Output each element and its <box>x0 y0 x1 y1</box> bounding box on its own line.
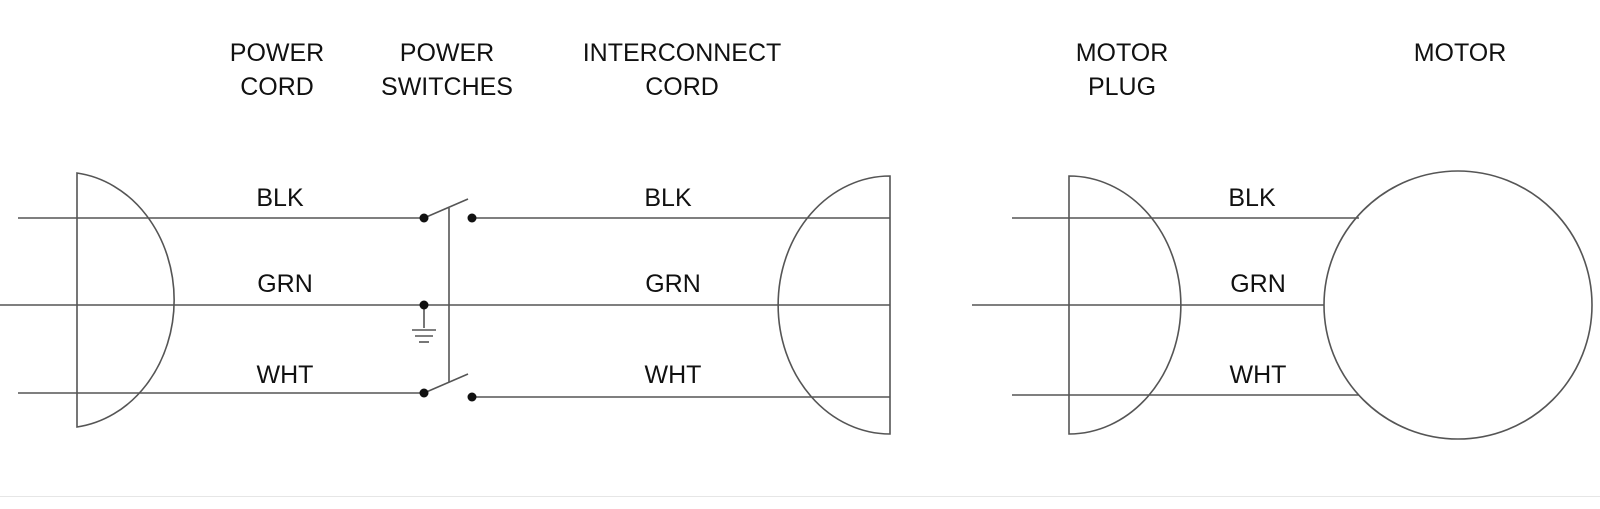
header-motor-plug-line2: PLUG <box>1087 73 1157 101</box>
header-motor-line1: MOTOR <box>1413 39 1507 67</box>
power-cord-plug-symbol <box>76 172 175 428</box>
terminal-dot <box>467 392 477 402</box>
wire-label-interconnect-blk: BLK <box>644 184 692 212</box>
header-power-cord-line2: CORD <box>240 73 314 101</box>
terminal-dot <box>419 213 429 223</box>
wire-label-power-wht: WHT <box>257 361 314 389</box>
wire-label-motor-blk: BLK <box>1228 184 1276 212</box>
header-power-cord: POWER CORD <box>230 36 324 104</box>
header-power-switches-line2: SWITCHES <box>381 73 513 101</box>
motor-plug-symbol <box>1068 175 1182 435</box>
bottom-divider <box>0 496 1600 497</box>
header-motor-plug: MOTOR PLUG <box>1076 36 1169 104</box>
motor-symbol <box>1323 170 1593 440</box>
header-motor-plug-line1: MOTOR <box>1075 39 1169 67</box>
header-power-switches-line1: POWER <box>399 39 495 67</box>
terminal-dot <box>419 300 429 310</box>
wire-label-motor-grn: GRN <box>1230 270 1286 298</box>
header-interconnect-cord: INTERCONNECT CORD <box>583 36 782 104</box>
wire-label-power-blk: BLK <box>256 184 304 212</box>
terminal-dot <box>467 213 477 223</box>
header-interconnect-cord-line1: INTERCONNECT <box>582 39 782 67</box>
wire-label-power-grn: GRN <box>257 270 313 298</box>
switch-terminals <box>419 213 477 402</box>
ground-symbol <box>412 305 436 343</box>
header-motor: MOTOR <box>1414 36 1507 70</box>
wire-label-interconnect-grn: GRN <box>645 270 701 298</box>
interconnect-socket-symbol <box>777 175 891 435</box>
header-power-cord-line1: POWER <box>229 39 325 67</box>
terminal-dot <box>419 388 429 398</box>
wire-label-motor-wht: WHT <box>1230 361 1287 389</box>
header-interconnect-cord-line2: CORD <box>645 73 719 101</box>
wire-label-interconnect-wht: WHT <box>645 361 702 389</box>
power-switch-symbol <box>423 198 469 394</box>
header-power-switches: POWER SWITCHES <box>381 36 513 104</box>
